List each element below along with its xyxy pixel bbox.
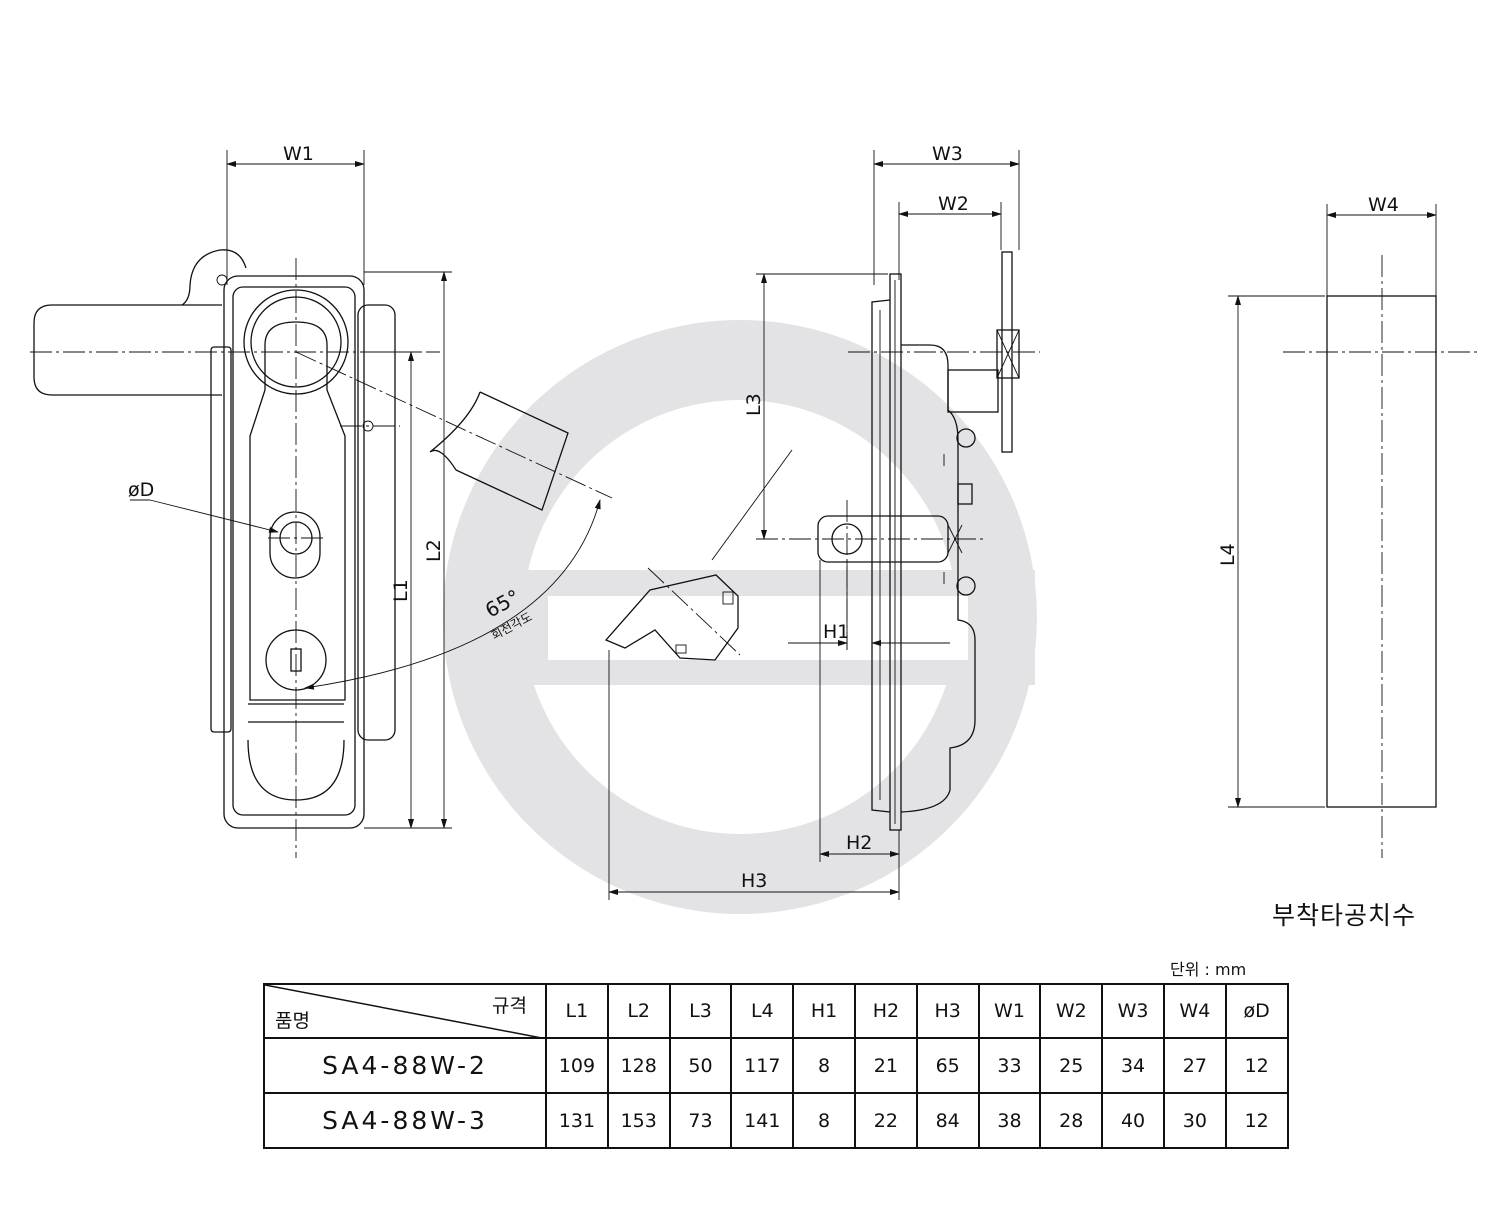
table-cell: 8 xyxy=(792,1092,856,1149)
table-cell: 40 xyxy=(1101,1092,1165,1149)
label-l3: L3 xyxy=(743,393,765,416)
col-header: H3 xyxy=(915,983,980,1039)
col-header: W1 xyxy=(977,983,1042,1039)
label-l2: L2 xyxy=(423,539,445,562)
table-cell: 65 xyxy=(915,1037,980,1094)
corner-spec-label: 규격 xyxy=(492,995,527,1017)
front-view xyxy=(30,249,613,858)
col-header: L2 xyxy=(606,983,671,1039)
table-cell: 34 xyxy=(1101,1037,1165,1094)
table-cell: 117 xyxy=(730,1037,795,1094)
spec-corner-cell: 규격 품명 xyxy=(263,983,547,1039)
col-header: øD xyxy=(1224,983,1289,1039)
label-h3: H3 xyxy=(741,870,767,892)
side-view-dimensions xyxy=(608,150,1020,900)
col-header: W4 xyxy=(1162,983,1227,1039)
table-cell: 33 xyxy=(977,1037,1042,1094)
table-cell: 22 xyxy=(853,1092,918,1149)
col-header: L4 xyxy=(730,983,795,1039)
label-h1: H1 xyxy=(823,621,849,643)
label-phi-d: øD xyxy=(128,479,154,501)
table-cell: 30 xyxy=(1162,1092,1227,1149)
table-cell: 38 xyxy=(977,1092,1042,1149)
table-row: SA4-88W-2 109 128 50 117 8 21 65 33 25 3… xyxy=(263,1037,1289,1094)
table-cell: 128 xyxy=(606,1037,671,1094)
label-l1: L1 xyxy=(390,579,412,602)
table-row: SA4-88W-3 131 153 73 141 8 22 84 38 28 4… xyxy=(263,1092,1289,1149)
model-name: SA4-88W-2 xyxy=(263,1037,547,1094)
col-header: W3 xyxy=(1101,983,1165,1039)
table-cell: 27 xyxy=(1162,1037,1227,1094)
spec-table: 규격 품명 L1 L2 L3 L4 H1 H2 H3 W1 W2 W3 W4 ø… xyxy=(263,983,1289,1149)
unit-note: 단위 : mm xyxy=(1170,960,1247,979)
model-name: SA4-88W-3 xyxy=(263,1092,547,1149)
cutout-view xyxy=(1228,204,1480,858)
table-cell: 131 xyxy=(545,1092,609,1149)
spec-header-row: 규격 품명 L1 L2 L3 L4 H1 H2 H3 W1 W2 W3 W4 ø… xyxy=(263,983,1289,1039)
table-cell: 141 xyxy=(730,1092,795,1149)
col-header: L1 xyxy=(545,983,609,1039)
table-cell: 12 xyxy=(1224,1037,1289,1094)
label-l4: L4 xyxy=(1217,543,1239,566)
table-cell: 8 xyxy=(792,1037,856,1094)
side-view xyxy=(604,251,1040,831)
table-cell: 84 xyxy=(915,1092,980,1149)
col-header: L3 xyxy=(668,983,733,1039)
table-cell: 50 xyxy=(668,1037,733,1094)
col-header: H2 xyxy=(853,983,918,1039)
label-w1: W1 xyxy=(283,143,314,165)
table-cell: 21 xyxy=(853,1037,918,1094)
front-view-dimensions xyxy=(130,150,452,829)
col-header: W2 xyxy=(1039,983,1104,1039)
corner-diagonal xyxy=(265,985,547,1039)
table-cell: 25 xyxy=(1039,1037,1104,1094)
cutout-caption: 부착타공치수 xyxy=(1272,901,1417,930)
corner-name-label: 품명 xyxy=(275,1010,310,1032)
table-cell: 73 xyxy=(668,1092,733,1149)
table-cell: 28 xyxy=(1039,1092,1104,1149)
table-cell: 153 xyxy=(606,1092,671,1149)
col-header: H1 xyxy=(792,983,856,1039)
table-cell: 109 xyxy=(545,1037,609,1094)
table-cell: 12 xyxy=(1224,1092,1289,1149)
label-w4: W4 xyxy=(1368,194,1399,216)
label-w2: W2 xyxy=(938,193,969,215)
label-w3: W3 xyxy=(932,143,963,165)
label-h2: H2 xyxy=(846,832,872,854)
